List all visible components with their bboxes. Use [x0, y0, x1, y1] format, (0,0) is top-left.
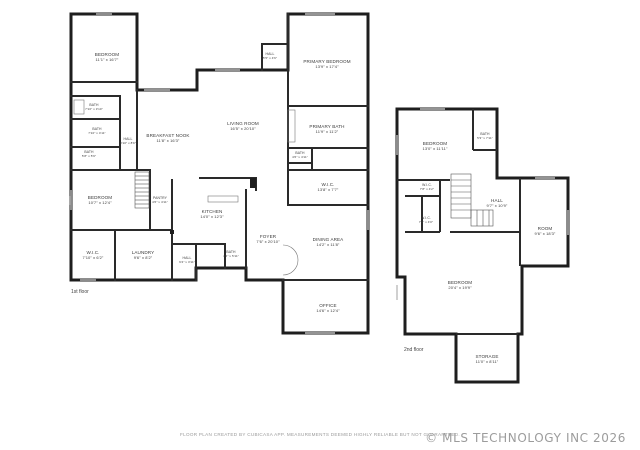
- second-floor-stairs: [450, 173, 494, 227]
- first-floor-interior: [70, 13, 369, 281]
- second-floor-interior: [397, 109, 521, 335]
- window-marks: [70, 13, 369, 334]
- room-label-wic-a: W.I.C.7'8" x 4'2": [419, 183, 435, 191]
- first-floor-fixtures: [69, 99, 299, 276]
- second-floor-label: 2nd floor: [404, 347, 424, 353]
- column-posts: [170, 178, 256, 234]
- room-label-wic-primary: W.I.C.13'8" x 7'7": [317, 182, 339, 192]
- room-label-wic-w: W.I.C.7'10" x 6'2": [82, 250, 104, 260]
- first-floor-stairs: [134, 171, 150, 209]
- floorplan-disclaimer: FLOOR PLAN CREATED BY CUBICASA APP. MEAS…: [180, 432, 460, 437]
- first-floor-label: 1st floor: [71, 289, 89, 295]
- second-floor-windows: [396, 108, 569, 300]
- copyright-watermark: © MLS TECHNOLOGY INC 2026: [425, 431, 626, 445]
- room-label-wic-b: W.I.C.7'8" x 4'0": [418, 216, 434, 224]
